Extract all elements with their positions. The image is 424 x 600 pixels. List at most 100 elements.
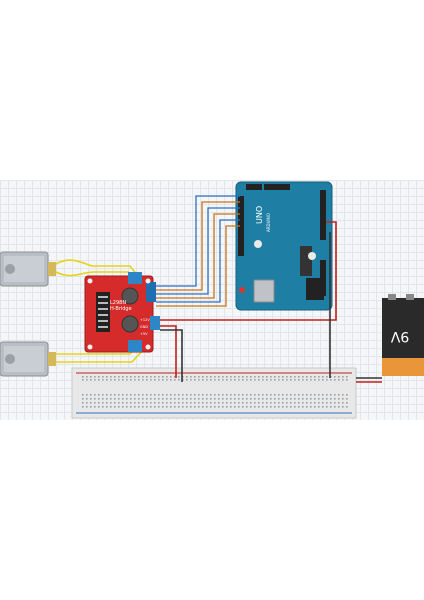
breadboard-hole <box>282 379 284 381</box>
breadboard-hole <box>322 406 324 408</box>
breadboard-hole <box>306 398 308 400</box>
breadboard-hole <box>214 376 216 378</box>
breadboard-hole <box>98 376 100 378</box>
breadboard-hole <box>194 376 196 378</box>
breadboard-hole <box>130 379 132 381</box>
breadboard-hole <box>134 402 136 404</box>
breadboard-hole <box>142 394 144 396</box>
breadboard-hole <box>98 394 100 396</box>
breadboard-hole <box>262 379 264 381</box>
breadboard-hole <box>286 379 288 381</box>
breadboard-hole <box>178 376 180 378</box>
breadboard-hole <box>86 394 88 396</box>
breadboard-hole <box>154 376 156 378</box>
breadboard-hole <box>266 376 268 378</box>
breadboard-hole <box>338 406 340 408</box>
breadboard-hole <box>270 394 272 396</box>
breadboard-hole <box>242 376 244 378</box>
breadboard-hole <box>150 398 152 400</box>
breadboard-hole <box>114 394 116 396</box>
breadboard-hole <box>194 406 196 408</box>
breadboard-hole <box>286 406 288 408</box>
breadboard-hole <box>138 402 140 404</box>
breadboard-hole <box>222 406 224 408</box>
breadboard-hole <box>338 376 340 378</box>
breadboard-hole <box>202 376 204 378</box>
breadboard-hole <box>110 376 112 378</box>
breadboard-hole <box>294 402 296 404</box>
breadboard-hole <box>166 402 168 404</box>
breadboard-hole <box>162 376 164 378</box>
breadboard-hole <box>254 394 256 396</box>
breadboard-hole <box>146 376 148 378</box>
breadboard-hole <box>278 398 280 400</box>
breadboard-hole <box>262 376 264 378</box>
breadboard-hole <box>86 398 88 400</box>
breadboard-hole <box>218 406 220 408</box>
breadboard-hole <box>90 402 92 404</box>
breadboard-hole <box>86 376 88 378</box>
breadboard-hole <box>122 394 124 396</box>
breadboard-hole <box>82 398 84 400</box>
l298n-title-line2: H-Bridge <box>110 306 132 312</box>
breadboard-hole <box>206 402 208 404</box>
breadboard-hole <box>246 376 248 378</box>
breadboard-hole <box>314 406 316 408</box>
breadboard-hole <box>198 379 200 381</box>
breadboard-hole <box>274 376 276 378</box>
breadboard-hole <box>134 398 136 400</box>
breadboard-hole <box>202 394 204 396</box>
signal-wires <box>156 195 240 307</box>
breadboard-hole <box>294 379 296 381</box>
breadboard-hole <box>198 406 200 408</box>
breadboard-hole <box>162 394 164 396</box>
breadboard-hole <box>106 379 108 381</box>
breadboard-hole <box>162 402 164 404</box>
breadboard-hole <box>162 406 164 408</box>
breadboard-hole <box>170 376 172 378</box>
breadboard-hole <box>150 376 152 378</box>
breadboard-hole <box>330 406 332 408</box>
breadboard-hole <box>82 394 84 396</box>
breadboard-hole <box>218 394 220 396</box>
breadboard-hole <box>286 402 288 404</box>
breadboard-hole <box>298 406 300 408</box>
breadboard-hole <box>266 394 268 396</box>
breadboard-hole <box>94 402 96 404</box>
breadboard-hole <box>234 394 236 396</box>
breadboard-hole <box>174 379 176 381</box>
breadboard-hole <box>230 406 232 408</box>
breadboard-hole <box>246 379 248 381</box>
breadboard-hole <box>326 379 328 381</box>
breadboard-hole <box>178 394 180 396</box>
breadboard-hole <box>286 398 288 400</box>
breadboard-hole <box>118 379 120 381</box>
breadboard-hole <box>270 379 272 381</box>
breadboard-hole <box>302 398 304 400</box>
breadboard-hole <box>318 398 320 400</box>
breadboard-hole <box>230 398 232 400</box>
breadboard-hole <box>122 406 124 408</box>
breadboard-hole <box>178 379 180 381</box>
breadboard-hole <box>158 406 160 408</box>
breadboard-hole <box>226 406 228 408</box>
breadboard-hole <box>82 406 84 408</box>
breadboard-hole <box>110 379 112 381</box>
breadboard-hole <box>238 402 240 404</box>
breadboard-hole <box>90 394 92 396</box>
breadboard-hole <box>234 398 236 400</box>
breadboard-hole <box>94 398 96 400</box>
breadboard-hole <box>218 398 220 400</box>
breadboard-hole <box>166 379 168 381</box>
breadboard-hole <box>130 394 132 396</box>
breadboard-hole <box>154 379 156 381</box>
breadboard-hole <box>138 394 140 396</box>
breadboard-hole <box>234 376 236 378</box>
breadboard-hole <box>102 406 104 408</box>
breadboard-hole <box>210 406 212 408</box>
breadboard-hole <box>142 398 144 400</box>
breadboard-hole <box>94 376 96 378</box>
breadboard-hole <box>190 398 192 400</box>
breadboard-hole <box>126 394 128 396</box>
breadboard-hole <box>90 406 92 408</box>
